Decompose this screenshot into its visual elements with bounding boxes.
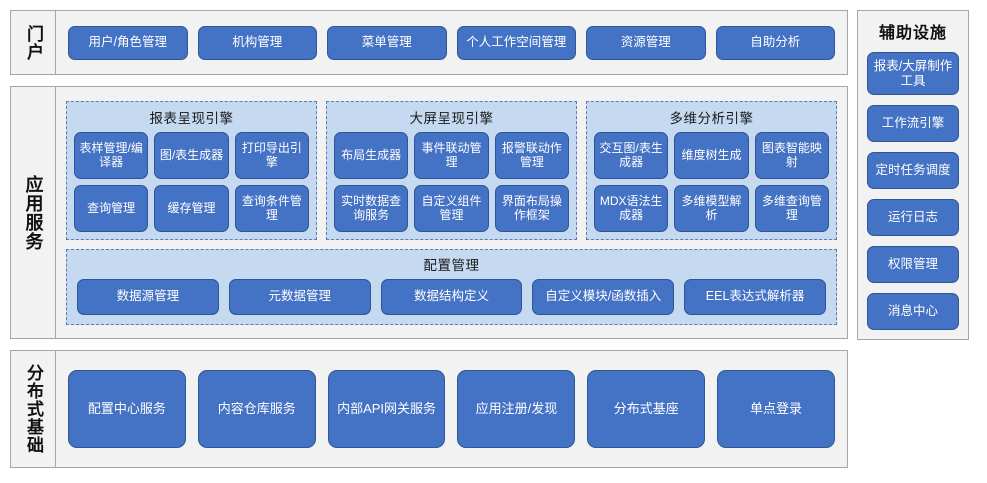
auxiliary-facilities-title: 辅助设施 xyxy=(878,25,947,42)
distributed-item-row: 配置中心服务 内容仓库服务 内部API网关服务 应用注册/发现 分布式基座 单点… xyxy=(56,370,847,448)
dist-item-sso[interactable]: 单点登录 xyxy=(717,370,835,448)
layer-app-services-label: 应用服务 xyxy=(23,174,44,251)
report-item-query-condition[interactable]: 查询条件管理 xyxy=(234,184,309,232)
bigscreen-item-custom-component[interactable]: 自定义组件管理 xyxy=(414,184,489,232)
aux-item-workflow-engine[interactable]: 工作流引擎 xyxy=(867,105,959,142)
report-item-print-export[interactable]: 打印导出引擎 xyxy=(234,131,309,179)
bigscreen-item-layout-generator[interactable]: 布局生成器 xyxy=(334,131,409,179)
bigscreen-item-alarm-action[interactable]: 报警联动作管理 xyxy=(494,131,569,179)
report-item-chart-generator[interactable]: 图/表生成器 xyxy=(154,131,229,179)
group-olap-engine-title: 多维分析引擎 xyxy=(669,110,754,126)
dist-item-content-repository[interactable]: 内容仓库服务 xyxy=(197,370,316,448)
portal-item-workspace[interactable]: 个人工作空间管理 xyxy=(456,25,576,60)
olap-item-dimension-tree[interactable]: 维度树生成 xyxy=(674,131,749,179)
aux-item-runtime-log[interactable]: 运行日志 xyxy=(867,199,959,236)
config-item-row: 数据源管理 元数据管理 数据结构定义 自定义模块/函数插入 EEL表达式解析器 xyxy=(77,278,826,315)
group-config-management: 配置管理 数据源管理 元数据管理 数据结构定义 自定义模块/函数插入 EEL表达… xyxy=(66,248,837,325)
engine-group-row: 报表呈现引擎 表样管理/编译器 图/表生成器 打印导出引擎 查询管理 缓存管理 … xyxy=(66,100,837,240)
aux-item-report-builder[interactable]: 报表/大屏制作工具 xyxy=(867,52,959,95)
group-report-engine-title: 报表呈现引擎 xyxy=(149,110,234,126)
olap-item-interactive-chart[interactable]: 交互图/表生成器 xyxy=(594,131,669,179)
bigscreen-item-realtime-query[interactable]: 实时数据查询服务 xyxy=(334,184,409,232)
group-config-management-title: 配置管理 xyxy=(423,257,480,273)
bigscreen-item-event-linkage[interactable]: 事件联动管理 xyxy=(414,131,489,179)
config-item-data-structure[interactable]: 数据结构定义 xyxy=(380,278,523,315)
layer-app-services-body: 报表呈现引擎 表样管理/编译器 图/表生成器 打印导出引擎 查询管理 缓存管理 … xyxy=(55,87,847,338)
dist-item-config-center[interactable]: 配置中心服务 xyxy=(68,370,186,448)
layer-distributed-base-body: 配置中心服务 内容仓库服务 内部API网关服务 应用注册/发现 分布式基座 单点… xyxy=(55,351,847,467)
portal-item-row: 用户/角色管理 机构管理 菜单管理 个人工作空间管理 资源管理 自助分析 xyxy=(56,25,847,60)
dist-item-api-gateway[interactable]: 内部API网关服务 xyxy=(327,370,446,448)
portal-item-self-service[interactable]: 自助分析 xyxy=(715,25,835,60)
report-item-query-management[interactable]: 查询管理 xyxy=(74,184,149,232)
layer-portal-label: 门户 xyxy=(24,24,44,61)
auxiliary-facilities-list: 报表/大屏制作工具 工作流引擎 定时任务调度 运行日志 权限管理 消息中心 xyxy=(867,52,959,330)
panel-auxiliary-facilities: 辅助设施 报表/大屏制作工具 工作流引擎 定时任务调度 运行日志 权限管理 消息… xyxy=(857,10,969,340)
group-olap-engine: 多维分析引擎 交互图/表生成器 维度树生成 图表智能映射 MDX语法生成器 多维… xyxy=(586,100,837,240)
config-item-metadata[interactable]: 元数据管理 xyxy=(228,278,371,315)
config-item-custom-module[interactable]: 自定义模块/函数插入 xyxy=(532,278,675,315)
portal-item-org[interactable]: 机构管理 xyxy=(197,25,317,60)
config-item-datasource[interactable]: 数据源管理 xyxy=(77,278,219,315)
group-olap-engine-grid: 交互图/表生成器 维度树生成 图表智能映射 MDX语法生成器 多维模型解析 多维… xyxy=(594,131,829,232)
dist-item-distributed-base[interactable]: 分布式基座 xyxy=(587,370,706,448)
config-item-eel-parser[interactable]: EEL表达式解析器 xyxy=(684,278,826,315)
olap-item-smart-chart-mapping[interactable]: 图表智能映射 xyxy=(754,131,829,179)
layer-portal: 门户 用户/角色管理 机构管理 菜单管理 个人工作空间管理 资源管理 自助分析 xyxy=(10,10,848,75)
portal-item-menu[interactable]: 菜单管理 xyxy=(327,25,447,60)
bigscreen-item-ui-layout-framework[interactable]: 界面布局操作框架 xyxy=(494,184,569,232)
main-layer-stack: 门户 用户/角色管理 机构管理 菜单管理 个人工作空间管理 资源管理 自助分析 … xyxy=(10,10,848,473)
dist-item-app-registry[interactable]: 应用注册/发现 xyxy=(457,370,576,448)
layer-distributed-base-label: 分布式基础 xyxy=(24,364,44,454)
layer-portal-body: 用户/角色管理 机构管理 菜单管理 个人工作空间管理 资源管理 自助分析 xyxy=(55,11,847,74)
olap-item-mdx-generator[interactable]: MDX语法生成器 xyxy=(594,184,669,232)
group-bigscreen-engine-grid: 布局生成器 事件联动管理 报警联动作管理 实时数据查询服务 自定义组件管理 界面… xyxy=(334,131,569,232)
layer-distributed-base: 分布式基础 配置中心服务 内容仓库服务 内部API网关服务 应用注册/发现 分布… xyxy=(10,350,848,468)
group-bigscreen-engine-title: 大屏呈现引擎 xyxy=(409,110,494,126)
group-report-engine: 报表呈现引擎 表样管理/编译器 图/表生成器 打印导出引擎 查询管理 缓存管理 … xyxy=(66,100,317,240)
group-report-engine-grid: 表样管理/编译器 图/表生成器 打印导出引擎 查询管理 缓存管理 查询条件管理 xyxy=(74,131,309,232)
portal-item-user-role[interactable]: 用户/角色管理 xyxy=(68,25,188,60)
olap-item-model-parsing[interactable]: 多维模型解析 xyxy=(674,184,749,232)
report-item-cache-management[interactable]: 缓存管理 xyxy=(154,184,229,232)
olap-item-query-management[interactable]: 多维查询管理 xyxy=(754,184,829,232)
aux-item-message-center[interactable]: 消息中心 xyxy=(867,293,959,330)
report-item-template-compiler[interactable]: 表样管理/编译器 xyxy=(74,131,149,179)
portal-item-resource[interactable]: 资源管理 xyxy=(586,25,706,60)
layer-app-services: 应用服务 报表呈现引擎 表样管理/编译器 图/表生成器 打印导出引擎 查询管理 … xyxy=(10,86,848,339)
aux-item-task-scheduler[interactable]: 定时任务调度 xyxy=(867,152,959,189)
aux-item-permission-management[interactable]: 权限管理 xyxy=(867,246,959,283)
group-bigscreen-engine: 大屏呈现引擎 布局生成器 事件联动管理 报警联动作管理 实时数据查询服务 自定义… xyxy=(326,100,577,240)
